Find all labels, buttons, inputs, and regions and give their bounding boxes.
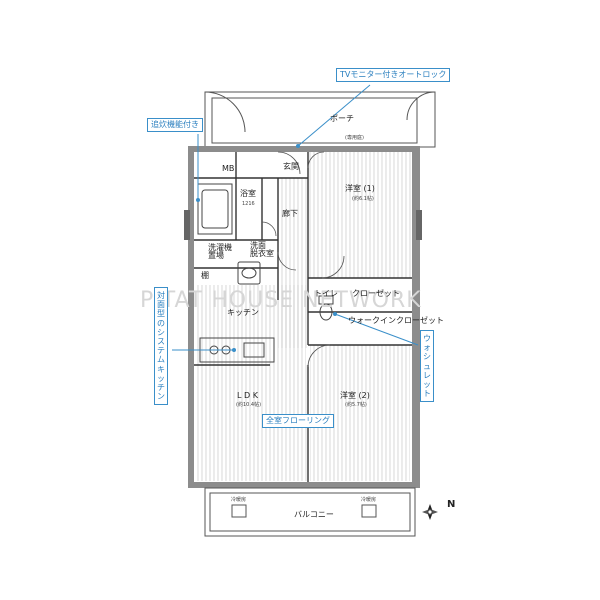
washbasin xyxy=(237,261,261,285)
western1-label: 洋室 (1) xyxy=(345,184,375,193)
kitchen-label: キッチン xyxy=(227,308,259,317)
western2-label: 洋室 (2) xyxy=(340,391,370,400)
flooring-callout: 全室フローリング xyxy=(262,414,334,428)
callout-points xyxy=(196,144,337,352)
entrance-label: 玄関 xyxy=(283,162,299,171)
ldk-size: (約10.4帖) xyxy=(236,402,262,408)
toilet-label: トイレ xyxy=(314,289,338,298)
ldk-label: L D K xyxy=(237,391,258,400)
ac-right-label: 冷暖房 xyxy=(361,497,377,503)
balcony-label: バルコニー xyxy=(294,510,334,519)
interior-walls xyxy=(194,152,412,482)
bath-label: 浴室 xyxy=(240,189,256,198)
washer-label: 洗濯機 置場 xyxy=(208,243,232,260)
exterior-walls xyxy=(184,146,422,488)
bathtub xyxy=(197,183,233,235)
bath-size: 1216 xyxy=(242,201,255,207)
ac-left-label: 冷暖房 xyxy=(231,497,247,503)
floor-hatching xyxy=(196,152,412,481)
compass-icon xyxy=(422,504,438,520)
reheat-callout: 追炊機能付き xyxy=(147,118,203,132)
porch-note: (専用庭) xyxy=(345,135,364,141)
shelf-label: 棚 xyxy=(201,271,209,280)
western2-size: (約5.7帖) xyxy=(345,402,367,408)
callout-leaders xyxy=(172,84,419,351)
balcony-area xyxy=(204,487,416,537)
closet-label: クローゼット xyxy=(352,289,400,298)
porch-area xyxy=(204,91,436,148)
corridor-label: 廊下 xyxy=(282,209,298,218)
tv-monitor-callout: TVモニター付きオートロック xyxy=(336,68,451,82)
walkin-label: ウォークインクローゼット xyxy=(348,316,444,325)
door-swings xyxy=(261,151,345,368)
western1-size: (約6.1帖) xyxy=(352,196,374,202)
washlet-callout: ウォシュレット xyxy=(420,330,434,403)
porch-label: ポーチ xyxy=(330,114,354,123)
washroom-label: 洗面 脱衣室 xyxy=(250,241,274,258)
kitchen-type-callout: 対面型のシステムキッチン xyxy=(154,287,168,406)
mb-label: MB xyxy=(222,164,235,173)
toilet-fixture xyxy=(318,295,334,321)
watermark: PITAT HOUSE NETWORK xyxy=(140,288,422,313)
compass-label: N xyxy=(447,499,456,510)
